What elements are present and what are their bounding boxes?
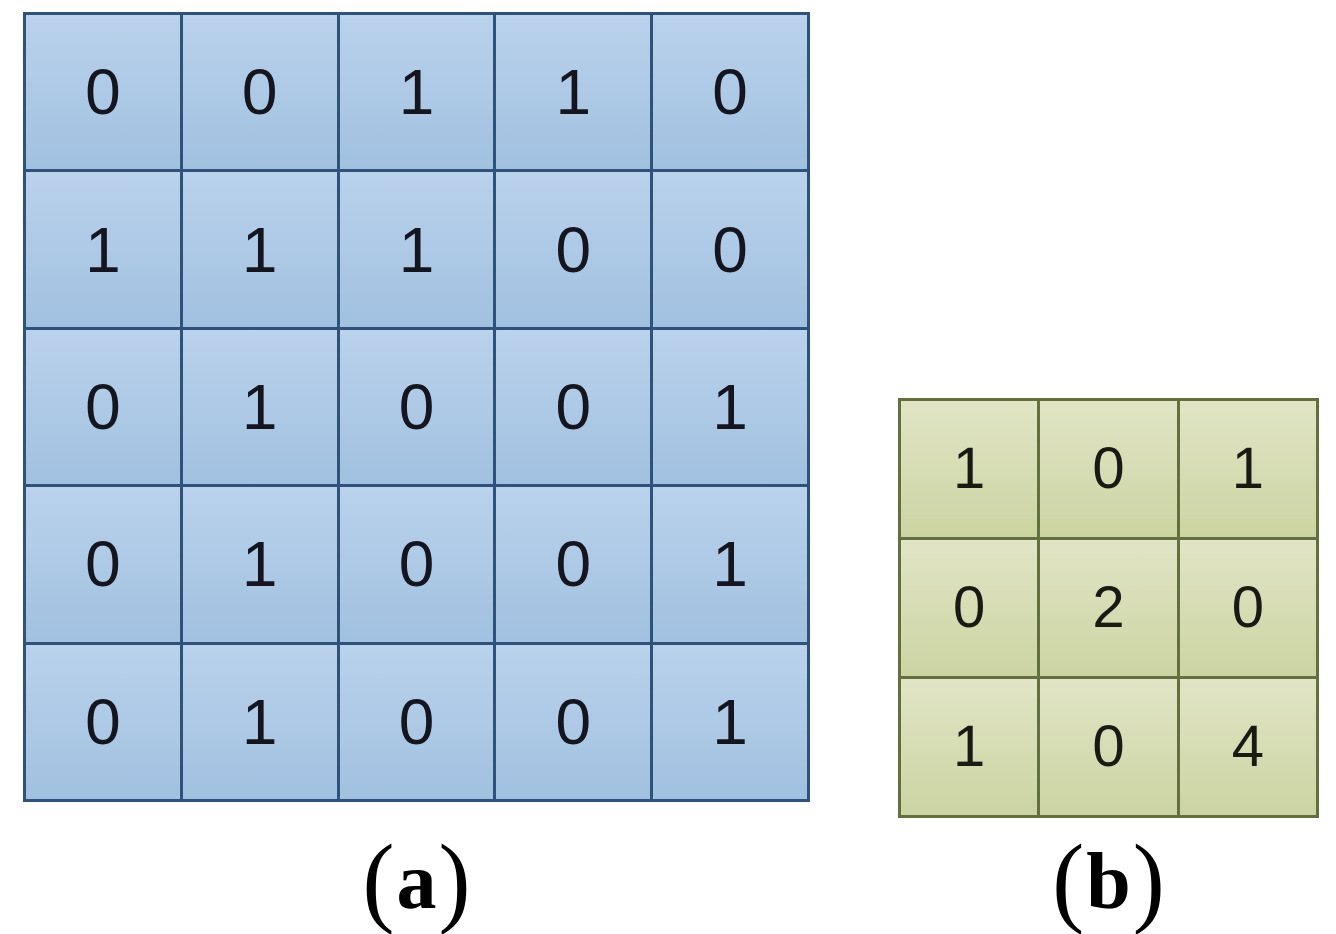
matrix-cell: 0 [1040,401,1177,537]
matrix-cell: 0 [496,172,651,327]
matrix-cell: 1 [182,644,337,799]
matrix-cell: 1 [1179,401,1316,537]
matrix-cell: 0 [26,644,180,799]
caption-a: ( a ) [23,823,810,934]
matrix-cell: 0 [496,487,651,642]
matrix-cell: 1 [339,15,494,170]
matrix-cell: 0 [339,644,494,799]
matrix-cell: 0 [653,15,807,170]
matrix-cell: 1 [653,644,807,799]
matrix-cell: 1 [182,172,337,327]
matrix-cell: 2 [1040,540,1177,676]
matrix-cell: 0 [901,540,1038,676]
matrix-cell: 0 [496,644,651,799]
matrix-cell: 1 [901,401,1038,537]
matrix-cell: 4 [1179,679,1316,815]
matrix-cell: 0 [26,15,180,170]
matrix-cell: 0 [339,487,494,642]
matrix-cell: 0 [653,172,807,327]
caption-b: ( b ) [898,823,1319,934]
matrix-cell: 0 [26,487,180,642]
caption-b-letter: b [1086,838,1131,926]
matrix-cell: 0 [339,329,494,485]
matrix-cell: 1 [182,329,337,485]
matrix-cell: 0 [182,15,337,170]
caption-a-close-paren: ) [438,823,471,934]
matrix-cell: 0 [496,329,651,485]
caption-b-close-paren: ) [1132,823,1165,934]
matrix-cell: 0 [26,329,180,485]
matrix-cell: 0 [1179,540,1316,676]
matrix-cell: 1 [496,15,651,170]
matrix-cell: 1 [339,172,494,327]
matrix-cell: 1 [653,329,807,485]
matrix-cell: 1 [182,487,337,642]
caption-a-letter: a [396,838,437,926]
caption-a-open-paren: ( [362,823,395,934]
matrix-cell: 0 [1040,679,1177,815]
matrix-cell: 1 [653,487,807,642]
matrix-cell: 1 [26,172,180,327]
caption-b-open-paren: ( [1052,823,1085,934]
matrix-cell: 1 [901,679,1038,815]
